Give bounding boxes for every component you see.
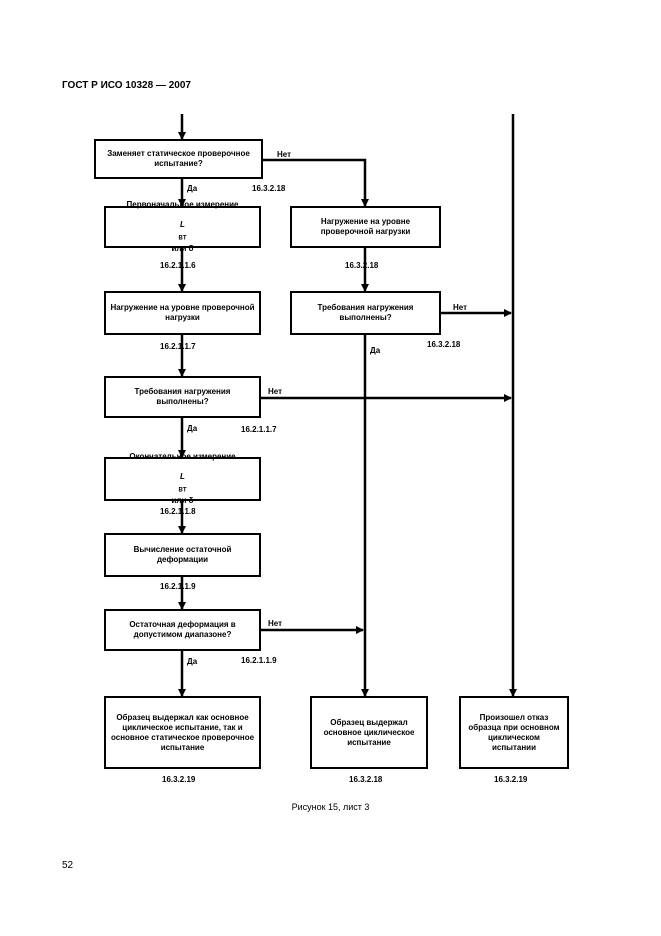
- process-proof-load: Нагружение на уровне проверочной нагрузк…: [104, 291, 261, 335]
- arrow-net-1: [263, 158, 369, 207]
- decision-load-requirements-2: Требования нагружения выполнены?: [290, 291, 441, 335]
- ref-16-2-1-1-6: 16.2.1.1.6: [160, 261, 196, 270]
- label-net-3: Нет: [268, 387, 283, 396]
- decision-residual-in-range: Остаточная деформация в допустимом диапа…: [104, 609, 261, 651]
- decision-load-requirements-1: Требования нагружения выполнены?: [104, 376, 261, 418]
- figure-caption: Рисунок 15, лист 3: [291, 802, 370, 812]
- label-da-3: Да: [187, 424, 198, 433]
- outcome-failed: Произошел отказ образца при основном цик…: [459, 696, 569, 769]
- ref-16-3-2-18-d: 16.3.2.18: [349, 775, 383, 784]
- decision-replaces-static-test: Заменяет статическое проверочное испытан…: [94, 139, 263, 179]
- label-net-1: Нет: [277, 150, 292, 159]
- ref-16-3-2-18-a: 16.3.2.18: [252, 184, 286, 193]
- ref-16-2-1-1-9-a: 16.2.1.1.9: [160, 582, 196, 591]
- ref-16-3-2-19-b: 16.3.2.19: [494, 775, 528, 784]
- outcome-passed-both: Образец выдержал как основное циклическо…: [104, 696, 261, 769]
- label-net-4: Нет: [268, 619, 283, 628]
- label-da-4: Да: [187, 657, 198, 666]
- ref-16-3-2-18-b: 16.3.2.18: [345, 261, 379, 270]
- ref-16-3-2-19-a: 16.3.2.19: [162, 775, 196, 784]
- ref-16-2-1-1-9-b: 16.2.1.1.9: [241, 656, 277, 665]
- label-da-1: Да: [187, 184, 198, 193]
- ref-16-2-1-1-8: 16.2.1.1.8: [160, 507, 196, 516]
- process-proof-load-right: Нагружение на уровне проверочной нагрузк…: [290, 206, 441, 248]
- ref-16-2-1-1-7-a: 16.2.1.1.7: [160, 342, 196, 351]
- process-calc-residual: Вычисление остаточной деформации: [104, 533, 261, 577]
- document-header: ГОСТ Р ИСО 10328 — 2007: [62, 80, 191, 91]
- label-net-2: Нет: [453, 303, 468, 312]
- page-number: 52: [62, 860, 74, 871]
- ref-16-2-1-1-7-b: 16.2.1.1.7: [241, 425, 277, 434]
- outcome-passed-main: Образец выдержал основное циклическое ис…: [310, 696, 428, 769]
- ref-16-3-2-18-c: 16.3.2.18: [427, 340, 461, 349]
- label-da-2: Да: [370, 346, 381, 355]
